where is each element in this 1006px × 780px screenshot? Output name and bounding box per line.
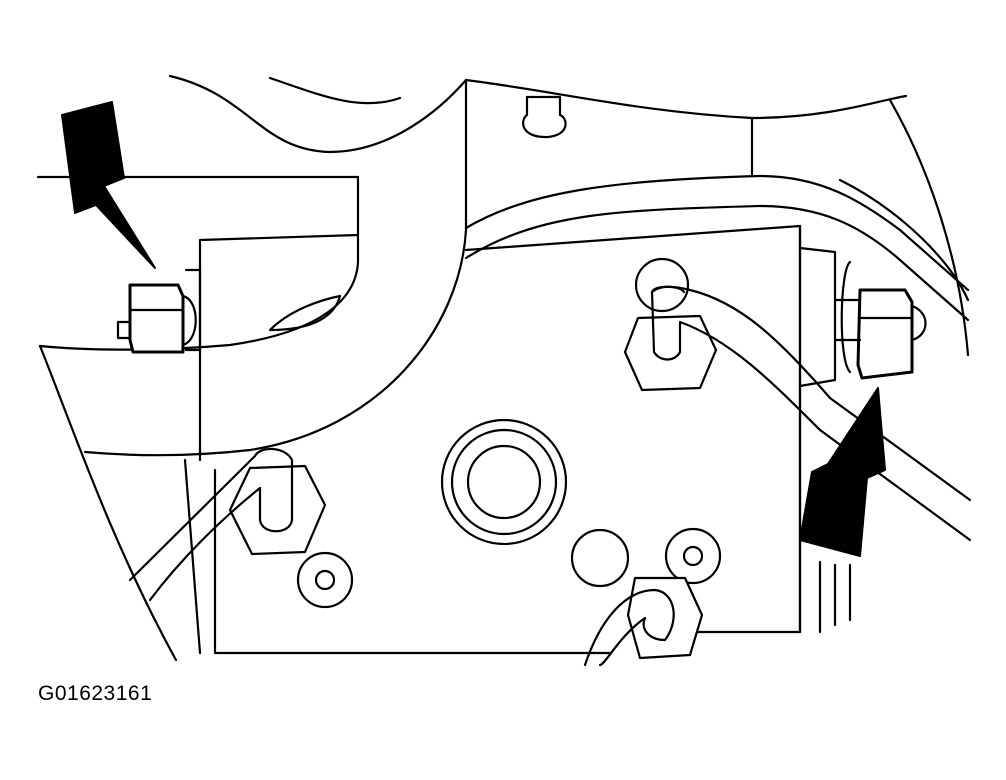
left-nut (128, 283, 185, 354)
bracket-arm-inner (83, 158, 468, 457)
right-hole-inner (682, 545, 704, 567)
left-tube (128, 447, 294, 602)
bracket-tab (268, 294, 342, 332)
left-nut-washer (184, 268, 202, 352)
top-outline-right (464, 78, 908, 120)
top-outline-left-ridge (268, 76, 402, 105)
upper-tube-bottom (650, 290, 972, 542)
bottom-tube (583, 588, 675, 667)
rounded-stud (522, 95, 567, 139)
upper-pipe-top (464, 174, 970, 292)
right-nut-washer (840, 260, 852, 374)
middle-hole (570, 528, 630, 588)
left-nut-bolt (181, 294, 197, 347)
right-nut (856, 288, 914, 380)
plate-left-edge (183, 458, 202, 655)
right-edge-line-1 (888, 98, 970, 357)
arrow-down-right-icon (61, 101, 156, 269)
left-fitting-hex (228, 464, 327, 556)
right-edge-line-2 (838, 178, 970, 302)
upper-tube-cap (650, 285, 686, 294)
arrow-up-left-icon (799, 387, 886, 557)
top-outline (168, 74, 468, 154)
right-hole-outer (664, 527, 722, 585)
right-flange (798, 246, 837, 388)
upper-fitting-hex (623, 314, 718, 392)
center-port-outer (440, 418, 568, 546)
bottom-fitting-hex (626, 576, 704, 660)
lower-left-hole-outer (296, 551, 354, 609)
bracket-arm-outer (38, 175, 360, 351)
lower-left-hole-inner (314, 569, 336, 591)
bracket-arm-lower (38, 344, 178, 662)
upper-pipe-bottom (464, 204, 970, 322)
figure-id-label: G01623161 (38, 682, 153, 705)
center-port-inner (466, 444, 542, 520)
left-nut-stud (116, 320, 132, 340)
right-nut-bolt (910, 304, 927, 342)
upper-fitting-ring (634, 257, 690, 313)
main-plate (198, 224, 802, 655)
center-port-mid (450, 428, 558, 536)
right-nut-shaft (833, 298, 862, 342)
